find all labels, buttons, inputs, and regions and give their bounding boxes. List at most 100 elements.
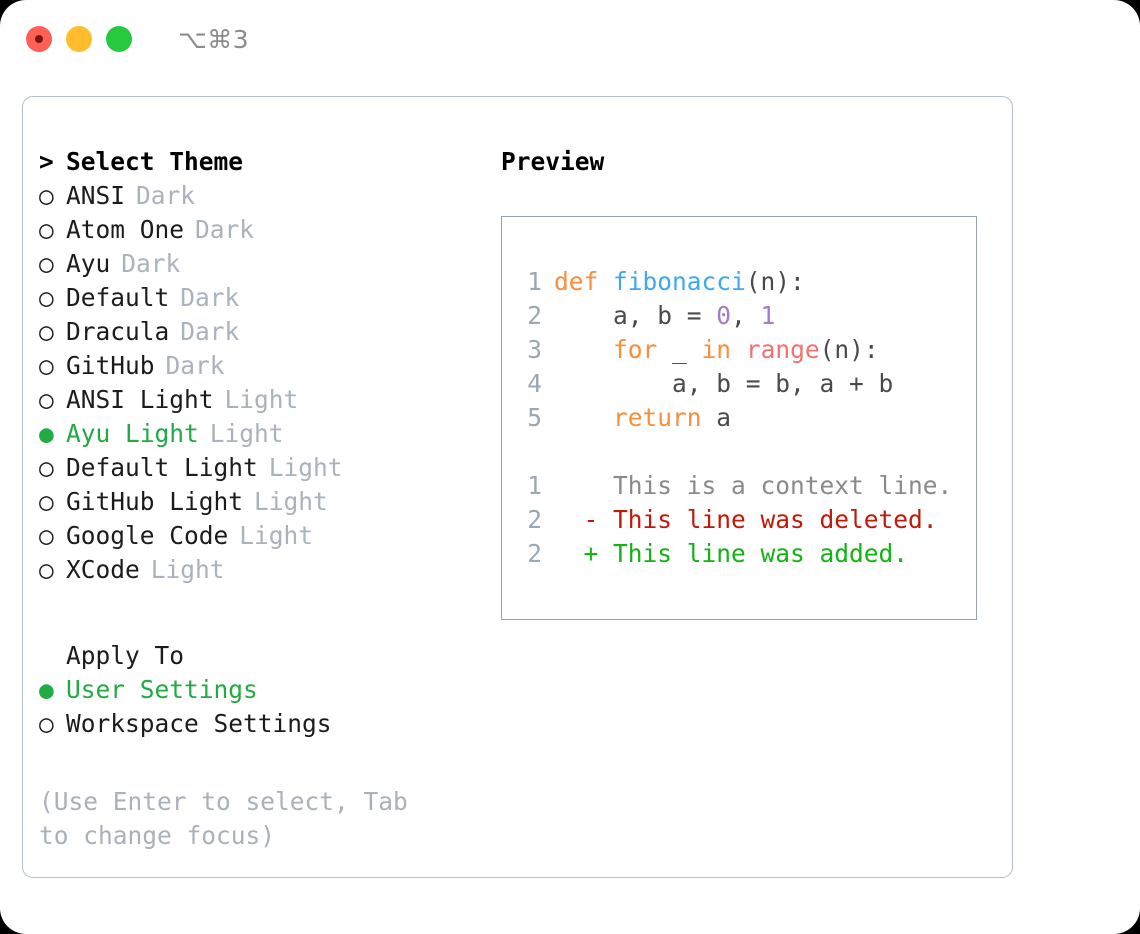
diff-sign [554,471,613,500]
theme-option-atom-one[interactable]: ○ Atom One Dark [39,213,489,247]
theme-option-label: XCode [66,555,140,584]
radio-unselected-icon: ○ [39,555,54,584]
code-line-content: return a [554,401,731,435]
apply-to-list: ●User Settings○ Workspace Settings [39,673,489,741]
theme-option-variant-badge: Dark [195,215,255,244]
code-line: 4 a, b = b, a + b [516,367,976,401]
theme-option-label: Dracula [66,317,170,346]
apply-to-option-user-settings[interactable]: ●User Settings [39,673,489,707]
diff-line-content: + This line was added. [554,537,909,571]
minimize-button[interactable] [66,26,92,52]
code-token: (n): [745,267,805,296]
diff-line-number: 1 [527,471,542,500]
radio-unselected-icon: ○ [39,317,54,346]
diff-sign: - [554,505,614,534]
cursor-caret-icon: > [39,147,54,176]
radio-unselected-icon: ○ [39,283,54,312]
code-line-number: 5 [527,403,542,432]
code-token: for [613,335,658,364]
theme-option-xcode[interactable]: ○ XCode Light [39,553,489,587]
code-token: 0 [716,301,732,330]
diff-text: This is a context line. [613,471,953,500]
section-spacer [39,587,489,639]
theme-option-variant-badge: Light [209,419,284,448]
radio-unselected-icon: ○ [39,709,54,738]
radio-unselected-icon: ○ [39,181,54,210]
code-token [554,403,613,432]
theme-option-label: Default Light [66,453,258,482]
theme-option-label: Atom One [66,215,185,244]
apply-to-heading-label: Apply To [66,641,185,670]
theme-option-variant-badge: Dark [136,181,196,210]
code-token: fibonacci [613,267,746,296]
code-token: 1 [760,301,776,330]
code-line: 2 a, b = 0, 1 [516,299,976,333]
maximize-button[interactable] [106,26,132,52]
theme-option-variant-badge: Light [268,453,343,482]
theme-option-label: Ayu Light [66,419,199,448]
radio-unselected-icon: ○ [39,215,54,244]
theme-option-variant-badge: Light [254,487,328,516]
diff-line-content: This is a context line. [554,469,952,503]
code-line-content: def fibonacci(n): [554,265,805,299]
theme-option-label: Google Code [66,521,229,550]
diff-text: This line was deleted. [613,505,938,534]
code-token [731,335,746,364]
keyboard-hint-text: (Use Enter to select, Tab to change focu… [39,787,408,850]
code-line: 5 return a [516,401,976,435]
theme-option-variant-badge: Dark [180,317,240,346]
theme-option-label: Default [66,283,170,312]
theme-option-variant-badge: Light [150,555,225,584]
theme-option-label: GitHub Light [66,487,244,516]
apply-to-option-label: Workspace Settings [66,709,332,738]
select-theme-heading-label: Select Theme [66,147,244,176]
diff-text: This line was added. [613,539,909,568]
theme-option-variant-badge: Dark [121,249,181,278]
diff-line-del: 2 - This line was deleted. [516,503,976,537]
title-bar: ⌥⌘3 [0,0,1140,78]
code-line-number: 4 [527,369,542,398]
code-token: _ [657,335,702,364]
radio-unselected-icon: ○ [39,521,54,550]
code-token: in [701,335,732,364]
diff-sign: + [554,539,614,568]
code-line-content: a, b = b, a + b [554,367,893,401]
diff-line-ctx: 1 This is a context line. [516,469,976,503]
preview-title: Preview [501,147,605,176]
code-line-number: 1 [527,267,542,296]
theme-option-ayu-light[interactable]: ● Ayu Light Light [39,417,489,451]
code-line-number: 3 [527,335,542,364]
apply-to-option-workspace-settings[interactable]: ○ Workspace Settings [39,707,489,741]
window-controls [26,26,132,52]
radio-unselected-icon: ○ [39,385,54,414]
theme-option-label: GitHub [66,351,155,380]
code-line: 1 def fibonacci(n): [516,265,976,299]
apply-to-option-label: User Settings [66,675,258,704]
diff-line-content: - This line was deleted. [554,503,938,537]
theme-option-variant-badge: Dark [180,283,240,312]
hint-spacer [39,741,489,785]
code-line-number: 2 [527,301,542,330]
code-token: range [745,335,820,364]
theme-option-variant-badge: Dark [165,351,225,380]
close-button[interactable] [26,26,52,52]
code-token: a, b = [554,301,717,330]
theme-option-dracula[interactable]: ○ Dracula Dark [39,315,489,349]
code-token: return [613,403,702,432]
code-diff-separator [516,435,976,469]
theme-option-default[interactable]: ○ Default Dark [39,281,489,315]
radio-selected-icon: ● [39,419,54,448]
